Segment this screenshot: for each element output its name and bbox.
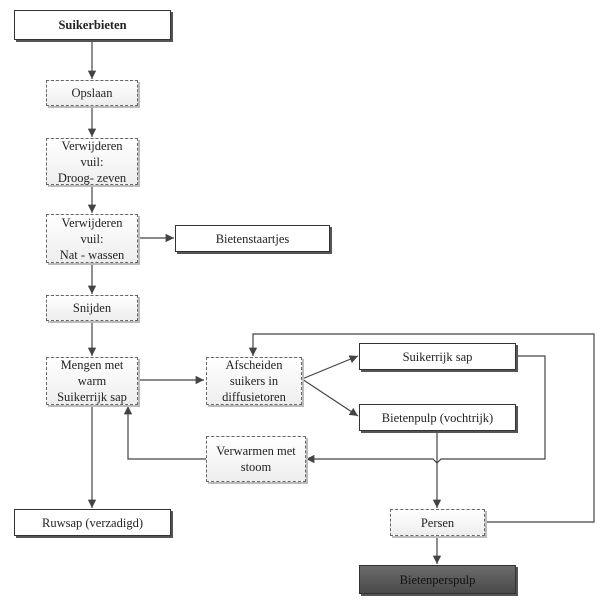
node-mengen: Mengen met warm Suikerrijk sap xyxy=(46,357,138,405)
arrow-afscheiden-suikerrijk xyxy=(301,355,359,380)
node-opslaan: Opslaan xyxy=(46,80,138,106)
arrow-verwarmen-mengen xyxy=(123,406,206,460)
node-persen: Persen xyxy=(390,509,485,536)
node-snijden: Snijden xyxy=(46,295,138,321)
node-bietenpulp: Bietenpulp (vochtrijk) xyxy=(359,404,516,431)
arrow-persen-afscheiden xyxy=(248,333,595,523)
node-suikerrijk-sap: Suikerrijk sap xyxy=(359,343,516,370)
node-verwijderen-droog: Verwijderen vuil: Droog- zeven xyxy=(46,138,138,185)
node-ruwsap: Ruwsap (verzadigd) xyxy=(14,509,171,536)
arrow-afscheiden-bietenpulp xyxy=(301,378,359,417)
node-bietenperspulp: Bietenperspulp xyxy=(359,565,516,594)
arrow-suikerrijk-verwarmen xyxy=(306,355,546,464)
node-verwijderen-nat: Verwijderen vuil: Nat - wassen xyxy=(46,214,138,263)
node-suikerbieten: Suikerbieten xyxy=(14,10,171,40)
node-verwarmen: Verwarmen met stoom xyxy=(206,436,306,482)
node-bietenstaartjes: Bietenstaartjes xyxy=(175,225,330,252)
node-afscheiden: Afscheiden suikers in diffusietoren xyxy=(206,357,302,405)
